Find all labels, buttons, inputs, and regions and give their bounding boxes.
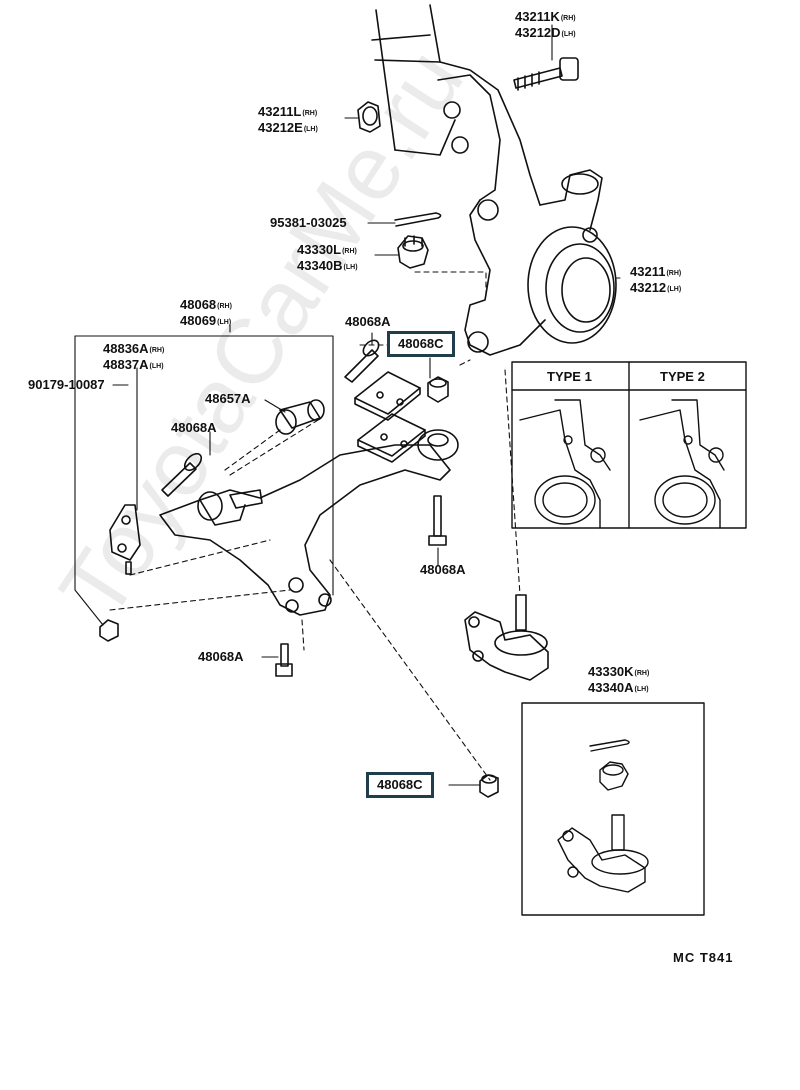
bolt-left-drawing [161,452,203,497]
label-part-number: 43330K [588,664,634,679]
label-part-number: 48068C [377,777,423,792]
label-side: (RH) [149,347,165,354]
label-part-number: 48068 [180,297,217,312]
highlight-label-lower[interactable]: 48068C [366,772,434,798]
label-side: (LH) [634,686,649,693]
cotter-pin-drawing [394,212,442,227]
label-side: (RH) [560,15,576,22]
label-part-number: 43212D [515,25,561,40]
shim-plates-drawing [354,371,426,463]
leader-lines [74,24,621,786]
bolt-nut-left-drawing [99,619,119,642]
type-panel [511,361,747,529]
label-part-number: 48836A [103,341,149,356]
type-1-label: TYPE 1 [547,369,592,384]
label-part-number: 48068A [345,314,391,329]
label-lower-arm[interactable]: 48068(RH) 48069(LH) [180,298,232,330]
label-part-number: 43211L [258,104,302,119]
label-side: (RH) [217,303,232,310]
label-bracket[interactable]: 48836A(RH) 48837A(LH) [103,342,164,374]
small-nut-drawing [427,376,449,403]
label-bolt-a-mid[interactable]: 48068A [420,563,466,577]
label-part-number: 43340A [588,680,634,695]
ball-joint-detail-box [521,702,705,916]
lower-arm-drawing [159,429,459,616]
label-side: (LH) [303,126,318,133]
label-part-number: 48069 [180,313,217,328]
bolt-mid-drawing [428,495,447,546]
strut-drawing [371,4,541,206]
bracket-drawing [109,504,141,575]
label-bolt-a-upper[interactable]: 48068A [345,315,391,329]
lower-nut-drawing [479,774,499,798]
label-bolt-a-lower[interactable]: 48068A [198,650,244,664]
upper-bolt-drawing [513,57,579,91]
label-part-number: 90179-10087 [28,377,105,392]
castle-nut-drawing [397,235,429,269]
label-side: (RH) [342,248,357,255]
label-bolt-a-left[interactable]: 48068A [171,421,217,435]
label-part-number: 48068C [398,336,444,351]
type-2-label: TYPE 2 [660,369,705,384]
label-side: (LH) [561,31,576,38]
diagram-code: MC T841 [673,950,734,965]
label-part-number: 43211K [515,9,560,24]
label-castle-nut[interactable]: 43330L(RH) 43340B(LH) [297,243,358,275]
label-part-number: 43330L [297,242,342,257]
bolt-upper-drawing [344,339,380,383]
label-side: (LH) [667,286,682,293]
label-side: (RH) [666,270,682,277]
label-part-number: 48068A [171,420,217,435]
bolt-lower-drawing [275,643,293,677]
label-part-number: 48068A [420,562,466,577]
label-side: (LH) [343,264,358,271]
label-side: (RH) [302,110,318,117]
label-nut-top[interactable]: 43211L(RH) 43212E(LH) [258,105,318,137]
label-part-number: 43340B [297,258,343,273]
label-part-number: 43212 [630,280,667,295]
label-side: (LH) [149,363,164,370]
label-bolt-side[interactable]: 90179-10087 [28,378,105,392]
label-side: (LH) [217,319,232,326]
label-part-number: 48068A [198,649,244,664]
ball-joint-drawing [464,594,549,681]
label-side: (RH) [634,670,650,677]
steering-knuckle-drawing [464,169,617,356]
label-knuckle[interactable]: 43211(RH) 43212(LH) [630,265,681,297]
label-cotter-pin[interactable]: 95381-03025 [270,216,347,230]
bushing-drawing [275,399,325,435]
label-bushing[interactable]: 48657A [205,392,251,406]
label-part-number: 43212E [258,120,303,135]
label-bolt-top[interactable]: 43211K(RH) 43212D(LH) [515,10,576,42]
label-part-number: 95381-03025 [270,215,347,230]
label-part-number: 43211 [630,264,666,279]
label-part-number: 48657A [205,391,251,406]
upper-nut-drawing [357,101,381,133]
highlight-label-upper[interactable]: 48068C [387,331,455,357]
label-part-number: 48837A [103,357,149,372]
label-ball-joint[interactable]: 43330K(RH) 43340A(LH) [588,665,649,697]
